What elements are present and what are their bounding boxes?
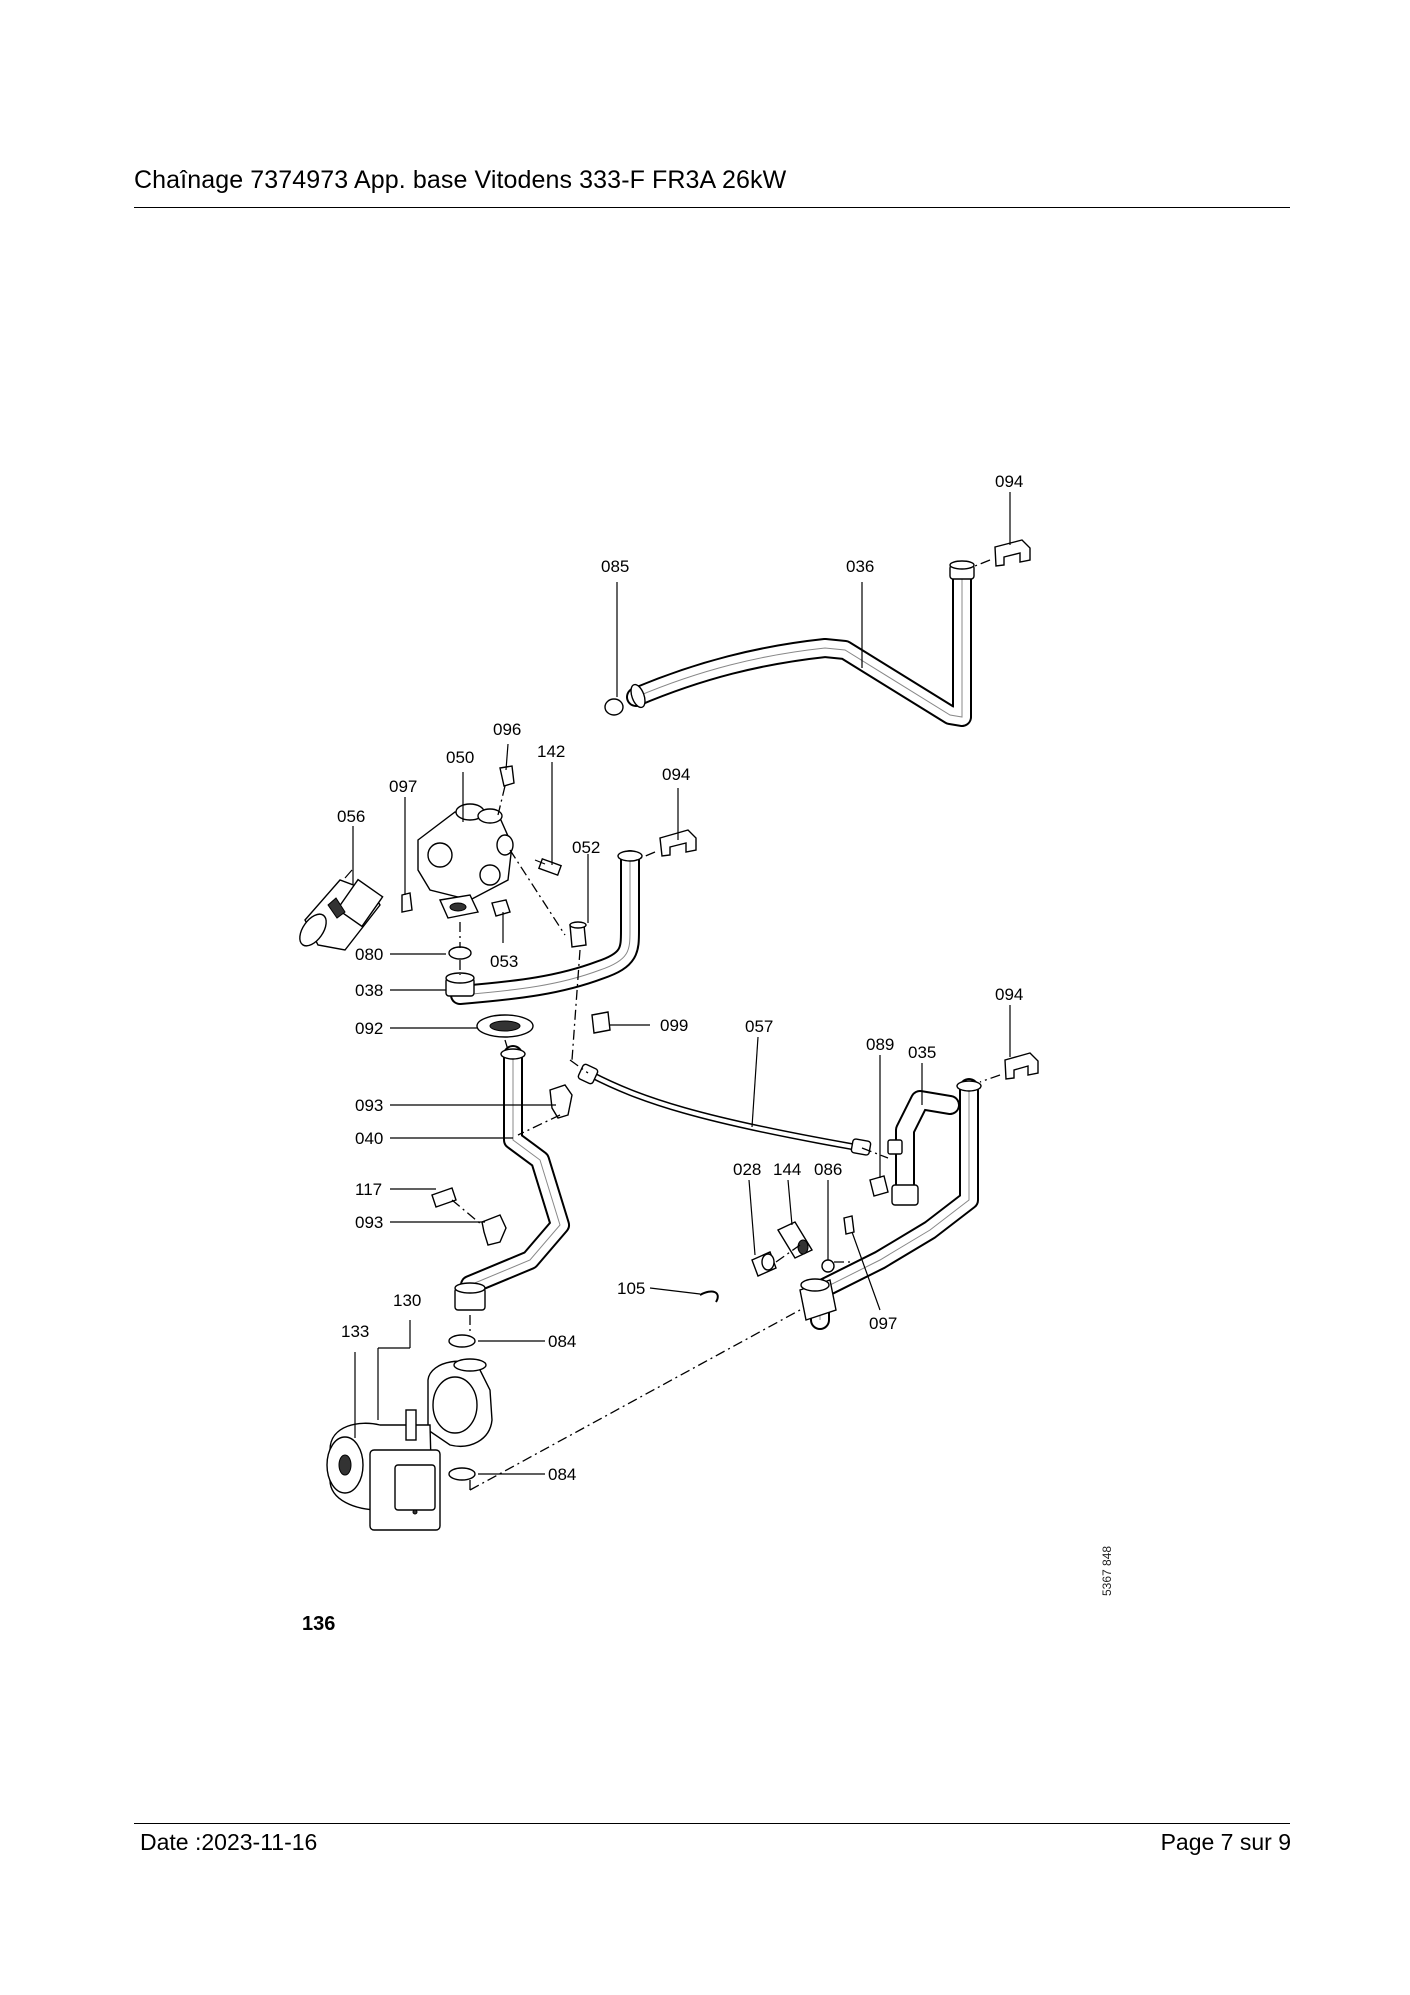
clip-096 [499,765,515,787]
callout-labels: 094 085 036 096 050 142 097 056 094 052 … [337,472,1023,1484]
callout-133: 133 [341,1322,369,1341]
callout-093-upper: 093 [355,1096,383,1115]
callout-117: 117 [355,1180,382,1199]
valve-block-050 [417,803,514,919]
pump-housing-130 [427,1358,493,1447]
callout-092: 092 [355,1019,383,1038]
callout-086: 086 [814,1160,842,1179]
pipe-038 [445,850,643,1005]
seal-092 [476,1014,534,1038]
callout-105: 105 [617,1279,645,1298]
clip-093-lower [481,1214,507,1246]
drawing-number: 5367 848 [1100,1545,1114,1596]
clip-094-right [1004,1052,1039,1080]
callout-097-left: 097 [389,777,417,796]
callout-093-lower: 093 [355,1213,383,1232]
callout-094-top: 094 [995,472,1023,491]
callout-056: 056 [337,807,365,826]
group-number: 136 [302,1613,336,1635]
callout-094-mid: 094 [662,765,690,784]
callout-099: 099 [660,1016,688,1035]
sensor-028 [751,1251,777,1277]
pump-motor-133 [326,1409,441,1531]
assembly-lines [451,559,1001,1491]
clip-093-upper [549,1084,573,1119]
callout-028: 028 [733,1160,761,1179]
callout-085: 085 [601,557,629,576]
callout-050: 050 [446,748,474,767]
pressure-sensor-144 [776,1221,814,1259]
capillary-057 [577,1063,872,1156]
callout-040: 040 [355,1129,383,1148]
callout-035: 035 [908,1043,936,1062]
callout-053: 053 [490,952,518,971]
callout-142: 142 [537,742,565,761]
clip-094-mid [659,829,697,857]
callout-096: 096 [493,720,521,739]
callout-052: 052 [572,838,600,857]
o-ring-086 [821,1259,835,1273]
gasket-084-lower [448,1467,476,1481]
callout-094-right: 094 [995,985,1023,1004]
plug-053 [491,899,511,917]
sensor-142 [534,857,563,877]
callout-084-lower: 084 [548,1465,576,1484]
clip-089 [869,1175,889,1197]
callout-036: 036 [846,557,874,576]
clip-094-top [994,539,1031,567]
callout-144: 144 [773,1160,801,1179]
footer-page-number: Page 7 sur 9 [1160,1829,1291,1855]
callout-130: 130 [393,1291,421,1310]
actuator-056 [299,869,384,951]
clip-097-left [401,892,413,913]
leader-lines [352,492,1011,1475]
footer-date: Date :2023-11-16 [140,1829,318,1855]
o-ring-085 [604,698,624,716]
gasket-084-upper [448,1334,476,1348]
pipe-035 [799,1078,982,1330]
bracket-117 [431,1187,457,1208]
clip-105 [699,1290,719,1303]
callout-084-upper: 084 [548,1332,576,1351]
callout-057: 057 [745,1017,773,1036]
o-ring-080 [448,946,472,960]
pipe-036 [626,560,975,727]
footer-rule [134,1823,1290,1824]
clip-099 [591,1011,611,1034]
callout-080: 080 [355,945,383,964]
clip-097-right [843,1215,855,1235]
page-title: Chaînage 7374973 App. base Vitodens 333-… [134,166,787,194]
pipe-040 [454,1045,570,1311]
callout-038: 038 [355,981,383,1000]
header-rule [134,207,1290,208]
callout-097-right: 097 [869,1314,897,1333]
callout-089: 089 [866,1035,894,1054]
